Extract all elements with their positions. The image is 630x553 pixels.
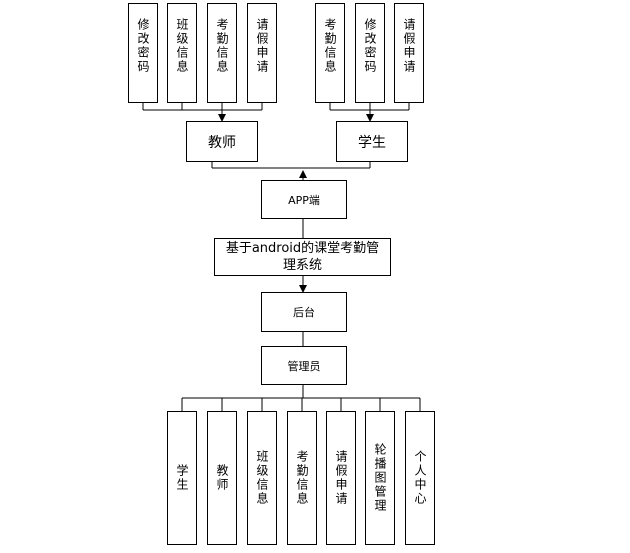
student-feature-box: 请假申请 [394,3,424,103]
student-node: 学生 [336,121,408,162]
teacher-feature-box: 考勤信息 [207,3,237,103]
admin-feature-label: 请假申请 [334,450,348,506]
admin-feature-box: 学生 [167,411,197,545]
admin-feature-label: 学生 [175,464,189,492]
teacher-feature-box: 请假申请 [247,3,277,103]
app-node: APP端 [261,180,347,219]
teacher-feature-box: 修改密码 [128,3,158,103]
admin-feature-label: 轮播图管理 [373,443,387,513]
admin-feature-box: 班级信息 [247,411,277,545]
teacher-feature-label: 请假申请 [255,18,269,74]
student-feature-label: 修改密码 [363,18,377,74]
admin-feature-label: 教师 [215,464,229,492]
teacher-feature-label: 班级信息 [175,18,189,74]
admin-feature-label: 班级信息 [255,450,269,506]
teacher-feature-box: 班级信息 [167,3,197,103]
student-feature-box: 考勤信息 [315,3,345,103]
backend-node: 后台 [261,292,347,332]
teacher-node: 教师 [186,121,258,162]
admin-feature-box: 教师 [207,411,237,545]
teacher-feature-label: 考勤信息 [215,18,229,74]
admin-feature-box: 请假申请 [326,411,356,545]
student-feature-label: 考勤信息 [323,18,337,74]
admin-feature-label: 个人中心 [413,450,427,506]
admin-feature-box: 个人中心 [405,411,435,545]
teacher-feature-label: 修改密码 [136,18,150,74]
admin-feature-label: 考勤信息 [295,450,309,506]
student-feature-label: 请假申请 [402,18,416,74]
admin-node: 管理员 [261,346,347,385]
admin-feature-box: 考勤信息 [287,411,317,545]
core-system-node: 基于android的课堂考勤管理系统 [214,238,391,276]
admin-feature-box: 轮播图管理 [365,411,395,545]
student-feature-box: 修改密码 [355,3,385,103]
